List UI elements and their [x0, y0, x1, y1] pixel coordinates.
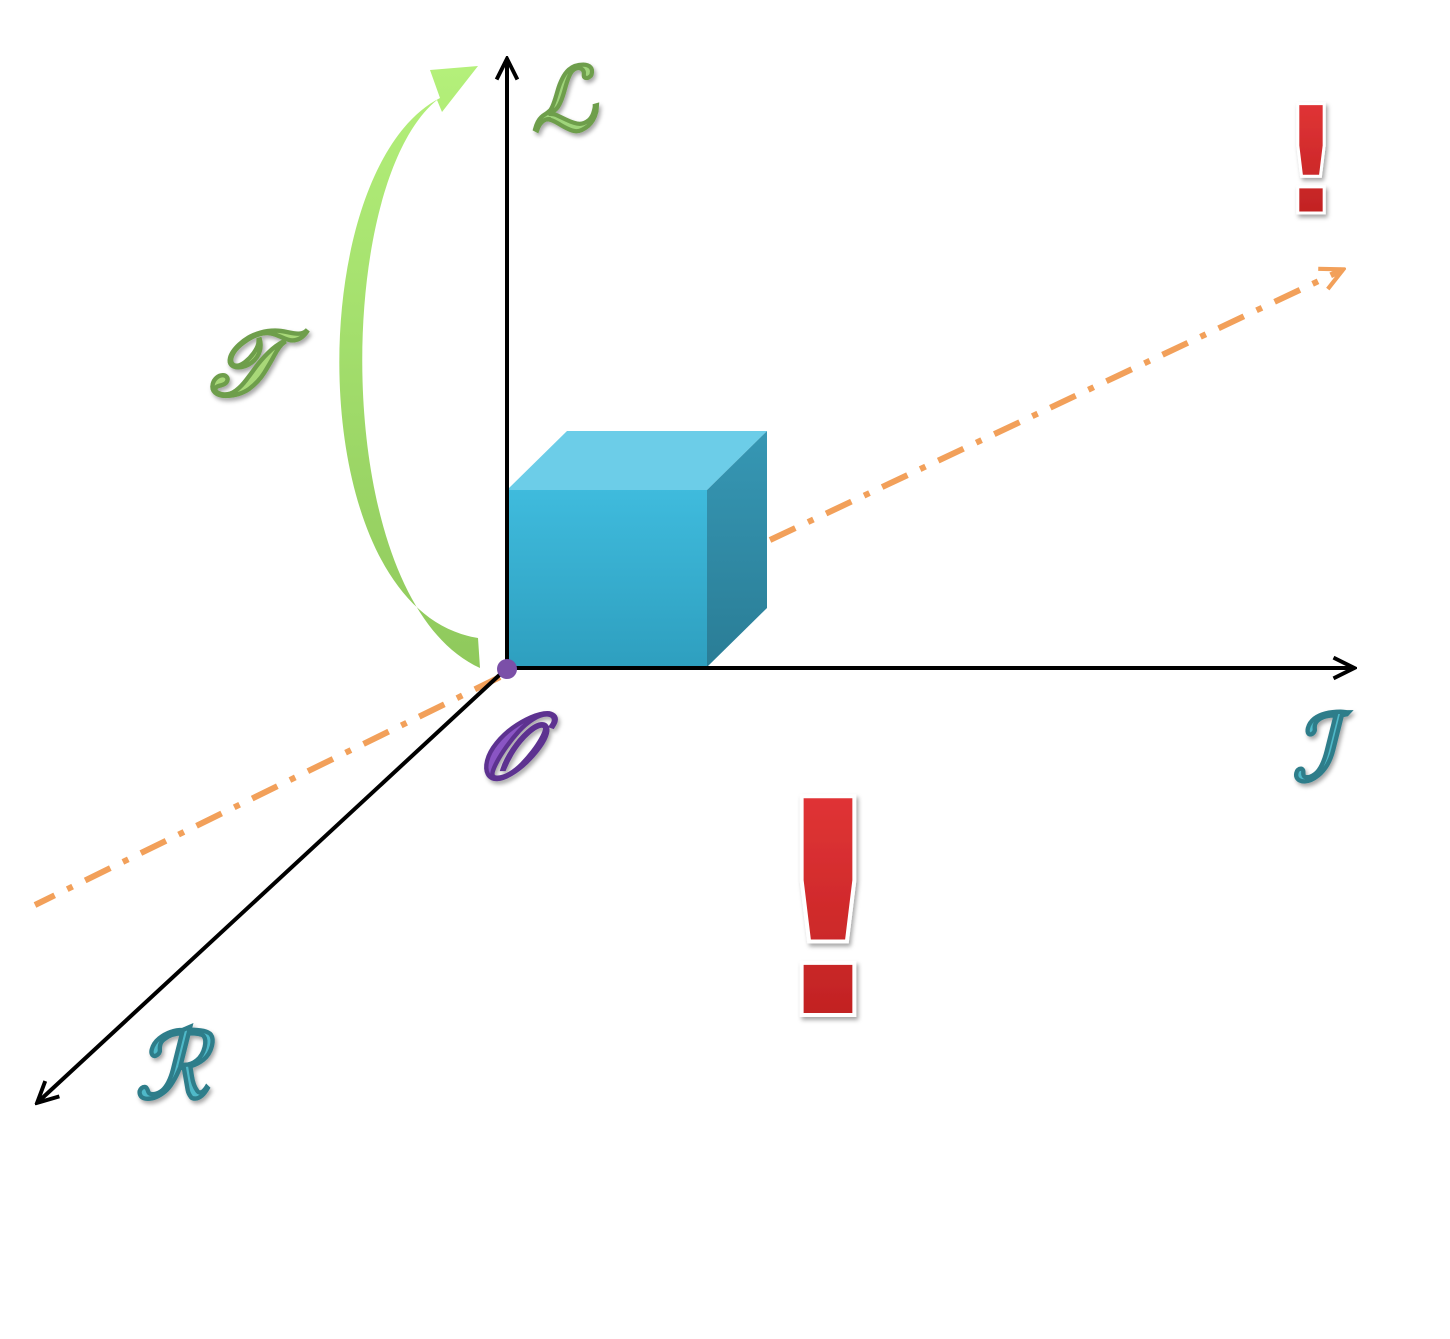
- cube-front-face: [507, 490, 707, 667]
- cube-top-face: [507, 431, 767, 490]
- depth-axis: [38, 666, 509, 1102]
- origin-label: 𝒪: [478, 692, 558, 800]
- depth-axis-label: ℛ: [135, 1012, 216, 1120]
- horizontal-axis-label: ℐ: [1292, 694, 1352, 802]
- rotation-label: 𝒯: [209, 309, 309, 417]
- cube-side-face: [707, 431, 767, 667]
- exclamation-small: !: [1277, 75, 1345, 249]
- origin-dot: [497, 659, 517, 679]
- dashed-axis-front: [33, 674, 502, 908]
- cube: [507, 431, 767, 667]
- vertical-axis-label: ℒ: [532, 47, 599, 151]
- dashed-axis-back: [768, 270, 1342, 543]
- exclamation-large: !: [760, 737, 897, 1086]
- rotation-arrow: [339, 66, 480, 668]
